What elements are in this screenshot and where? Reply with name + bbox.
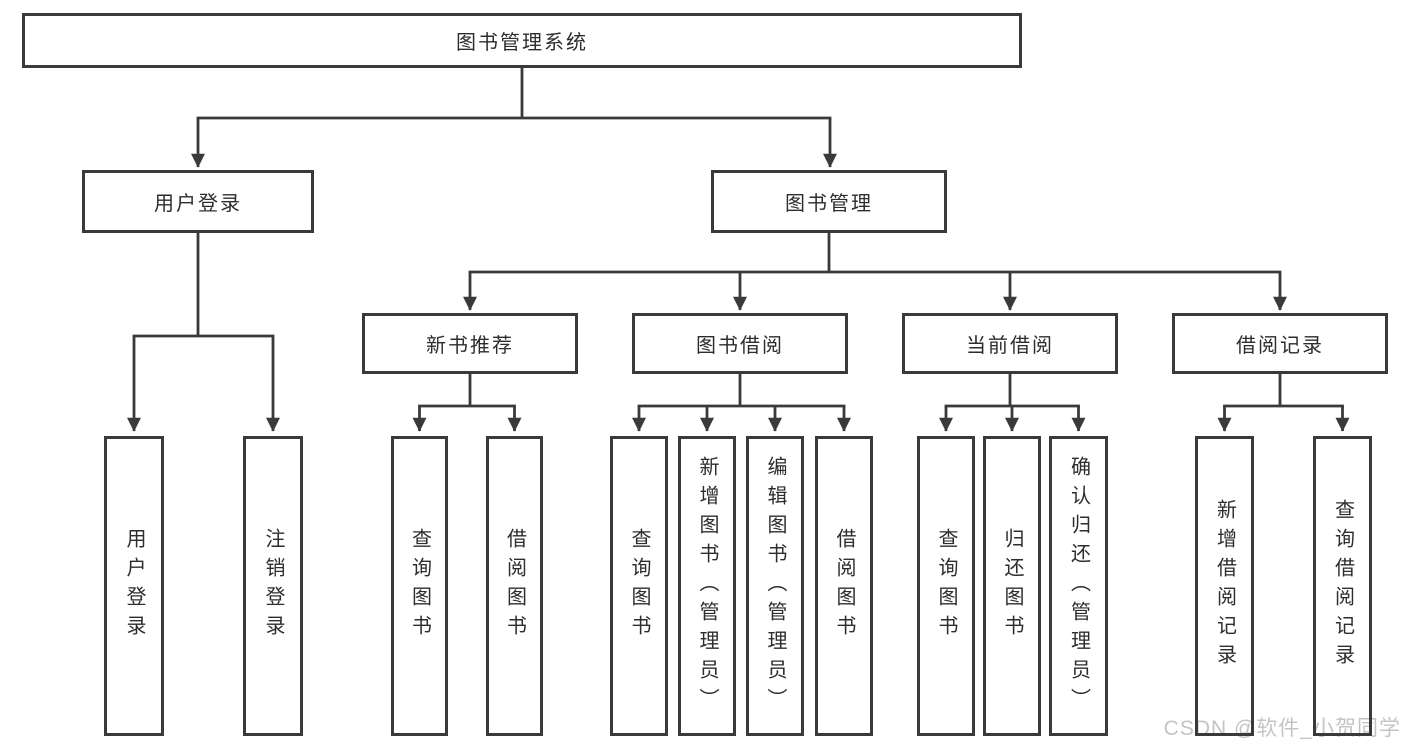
leaf-add-borrowing-record: 新增借阅记录	[1195, 436, 1254, 736]
leaf-confirm-return-admin: 确认归还（管理员）	[1049, 436, 1108, 736]
leaf-query-borrowing-record: 查询借阅记录	[1313, 436, 1372, 736]
leaf-borrow-books-recommend: 借阅图书	[486, 436, 543, 736]
leaf-add-book-admin: 新增图书（管理员）	[678, 436, 736, 736]
node-book-management: 图书管理	[711, 170, 947, 233]
leaf-borrow-books-recommend-label: 借阅图书	[503, 528, 526, 644]
node-borrowing-records: 借阅记录	[1172, 313, 1388, 374]
node-book-borrowing: 图书借阅	[632, 313, 848, 374]
leaf-logout-label: 注销登录	[262, 528, 284, 644]
leaf-query-books-recommend-label: 查询图书	[408, 528, 431, 644]
leaf-user-login: 用户登录	[104, 436, 164, 736]
leaf-query-books-borrowing: 查询图书	[610, 436, 668, 736]
leaf-return-books: 归还图书	[983, 436, 1041, 736]
leaf-user-login-label: 用户登录	[123, 528, 145, 644]
leaf-borrow-books-borrowing-label: 借阅图书	[833, 528, 855, 644]
node-user-login: 用户登录	[82, 170, 314, 233]
leaf-query-books-current: 查询图书	[917, 436, 975, 736]
node-new-book-recommendation: 新书推荐	[362, 313, 578, 374]
leaf-logout: 注销登录	[243, 436, 303, 736]
leaf-query-books-current-label: 查询图书	[935, 528, 957, 644]
node-current-borrowing: 当前借阅	[902, 313, 1118, 374]
leaf-return-books-label: 归还图书	[1001, 528, 1023, 644]
leaf-confirm-return-admin-label: 确认归还（管理员）	[1067, 455, 1090, 717]
leaf-add-book-admin-label: 新增图书（管理员）	[696, 455, 718, 717]
leaf-edit-book-admin: 编辑图书（管理员）	[746, 436, 804, 736]
leaf-query-borrowing-record-label: 查询借阅记录	[1331, 499, 1354, 673]
leaf-borrow-books-borrowing: 借阅图书	[815, 436, 873, 736]
leaf-edit-book-admin-label: 编辑图书（管理员）	[764, 455, 786, 717]
leaf-query-books-recommend: 查询图书	[391, 436, 448, 736]
node-library-management-system: 图书管理系统	[22, 13, 1022, 68]
leaf-add-borrowing-record-label: 新增借阅记录	[1213, 499, 1236, 673]
leaf-query-books-borrowing-label: 查询图书	[628, 528, 650, 644]
